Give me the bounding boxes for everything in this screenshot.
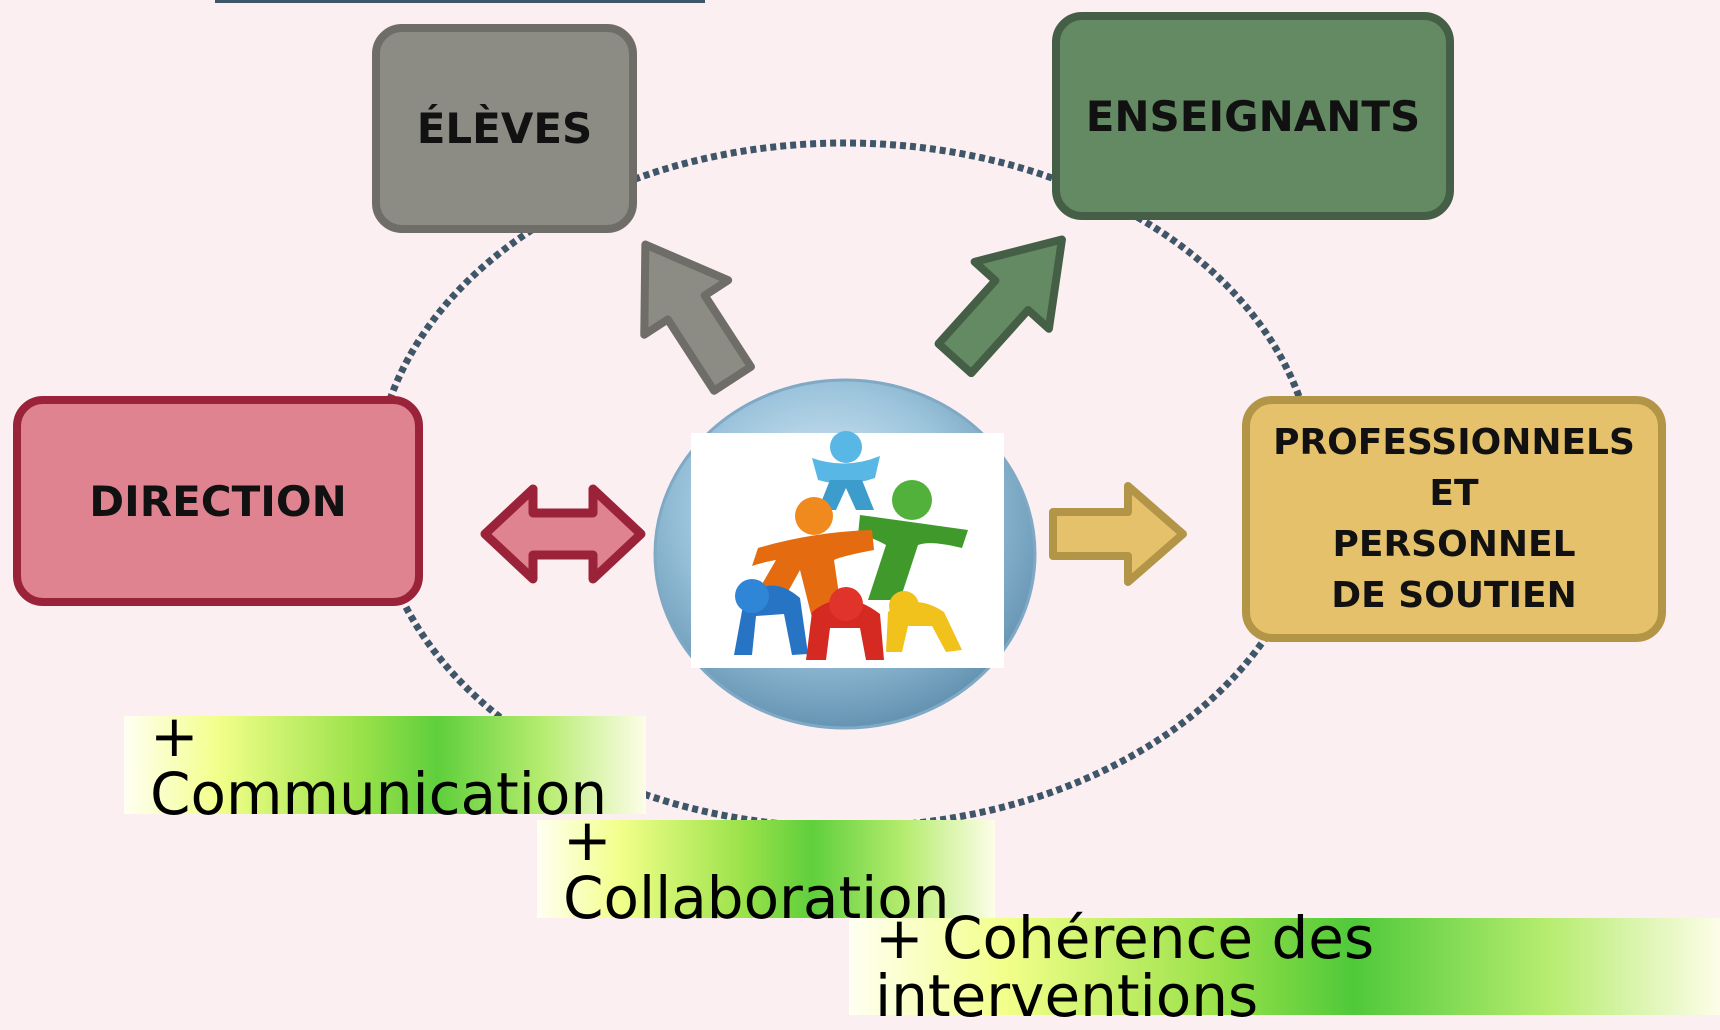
benefit-communication-label: + Communication bbox=[150, 702, 608, 828]
node-professionnels-line-1: PROFESSIONNELS bbox=[1273, 421, 1635, 463]
node-professionnels-line-4: DE SOUTIEN bbox=[1331, 575, 1577, 617]
node-enseignants-label: ENSEIGNANTS bbox=[1085, 91, 1421, 141]
arrow-to-eleves bbox=[640, 240, 755, 395]
benefit-communication: + Communication bbox=[124, 707, 646, 823]
node-professionnels: PROFESSIONNELS ET PERSONNEL DE SOUTIEN bbox=[1242, 396, 1666, 642]
node-eleves: ÉLÈVES bbox=[372, 24, 637, 233]
top-rule bbox=[215, 0, 705, 3]
arrow-with-direction bbox=[480, 484, 646, 584]
benefit-coherence-label: + Cohérence des interventions bbox=[875, 903, 1375, 1030]
arrow-to-enseignants bbox=[934, 235, 1066, 378]
node-direction-label: DIRECTION bbox=[89, 476, 347, 526]
node-eleves-label: ÉLÈVES bbox=[416, 104, 593, 153]
node-professionnels-line-2: ET bbox=[1429, 472, 1479, 514]
benefit-collaboration-label: + Collaboration bbox=[563, 806, 950, 932]
node-enseignants: ENSEIGNANTS bbox=[1052, 12, 1454, 220]
benefit-collaboration: + Collaboration bbox=[537, 811, 995, 927]
benefit-coherence: + Cohérence des interventions bbox=[849, 909, 1720, 1025]
node-direction: DIRECTION bbox=[13, 396, 423, 606]
teamwork-clay-figures-icon bbox=[691, 431, 1004, 668]
node-professionnels-line-3: PERSONNEL bbox=[1332, 524, 1576, 565]
arrow-to-professionnels bbox=[1049, 482, 1187, 586]
